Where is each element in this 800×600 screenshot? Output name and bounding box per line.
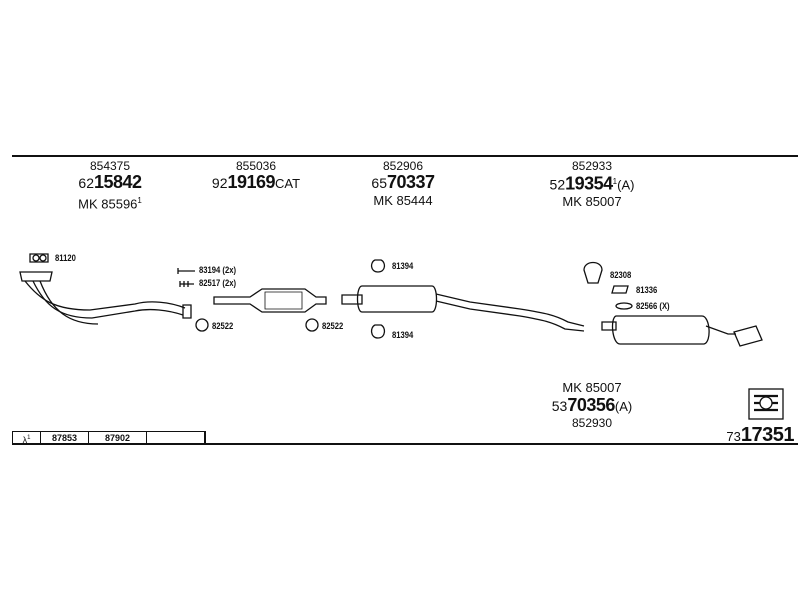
code-cell: 87853 [41, 432, 89, 444]
middle-silencer-inlet [341, 294, 363, 305]
group-part-number: 6215842 [78, 172, 142, 192]
group-mk: MK 85444 [373, 193, 433, 208]
group-ref: 852933 [571, 159, 613, 173]
code-cell-empty [147, 432, 205, 444]
front-pipe-upper [24, 280, 186, 311]
hanger-81394-a [370, 259, 386, 273]
label-82522-b: 82522 [322, 321, 344, 331]
group-part-number: 5370356(A) [551, 395, 633, 415]
hanger-81394-b [370, 324, 386, 339]
header-divider [12, 155, 798, 157]
label-83194: 83194 (2x) [199, 265, 237, 275]
group-mk: MK 85007 [562, 194, 622, 210]
spring-82517 [179, 281, 194, 287]
front-pipe-end-flange [182, 304, 192, 319]
part-group-rear-silencer: MK 85007 5370356(A) 852930 [512, 380, 672, 430]
group-ref: 855036 [235, 159, 277, 173]
label-81336: 81336 [636, 285, 658, 295]
gasket-81120 [29, 253, 49, 263]
tail-pipe [733, 325, 763, 347]
code-cell: 87902 [89, 432, 147, 444]
footer-divider [12, 443, 798, 445]
manifold-flange [19, 271, 53, 282]
lambda-cell: λ1 [13, 432, 41, 445]
group-ref: 852906 [382, 159, 424, 173]
label-81394-a: 81394 [392, 261, 414, 271]
label-82522-a: 82522 [212, 321, 234, 331]
ring-82566 [615, 302, 633, 310]
group-mk: MK 85007 [562, 380, 622, 395]
rear-silencer-inlet [601, 321, 617, 331]
middle-silencer [356, 285, 438, 313]
bolt-83194 [177, 268, 195, 274]
group-ref: 854375 [89, 159, 131, 173]
label-82517: 82517 (2x) [199, 278, 237, 288]
group-ref: 852930 [571, 416, 613, 430]
front-pipe-lower [32, 280, 184, 319]
intermediate-pipe-lower [435, 300, 585, 332]
label-82308: 82308 [610, 270, 632, 280]
part-group-front-pipe: 854375 6215842 MK 855961 [30, 159, 190, 212]
label-81394-b: 81394 [392, 330, 414, 340]
catalytic-converter [213, 288, 327, 313]
intermediate-pipe-upper [435, 293, 585, 327]
hanger-81336 [611, 285, 629, 294]
rear-silencer [611, 315, 710, 345]
group-part-number: 6570337 [371, 172, 435, 192]
clamp-82308 [583, 261, 603, 284]
catalog-number: 7317351 [726, 424, 794, 446]
part-group-catalyst: 855036 9219169CAT [176, 159, 336, 193]
group-part-number: 9219169CAT [211, 172, 301, 192]
group-part-number: 52193541(A) [549, 173, 635, 194]
lambda-codes-table: λ1 87853 87902 [12, 431, 206, 445]
label-82566: 82566 (X) [636, 301, 670, 311]
gasket-82522-a [195, 318, 209, 332]
part-group-middle-silencer: 852906 6570337 MK 85444 [323, 159, 483, 209]
catalog-logo-icon [748, 388, 784, 420]
part-group-rear-pipe: 852933 52193541(A) MK 85007 [512, 159, 672, 210]
gasket-82522-b [305, 318, 319, 332]
label-81120: 81120 [55, 253, 76, 263]
group-mk: MK 855961 [78, 196, 142, 212]
